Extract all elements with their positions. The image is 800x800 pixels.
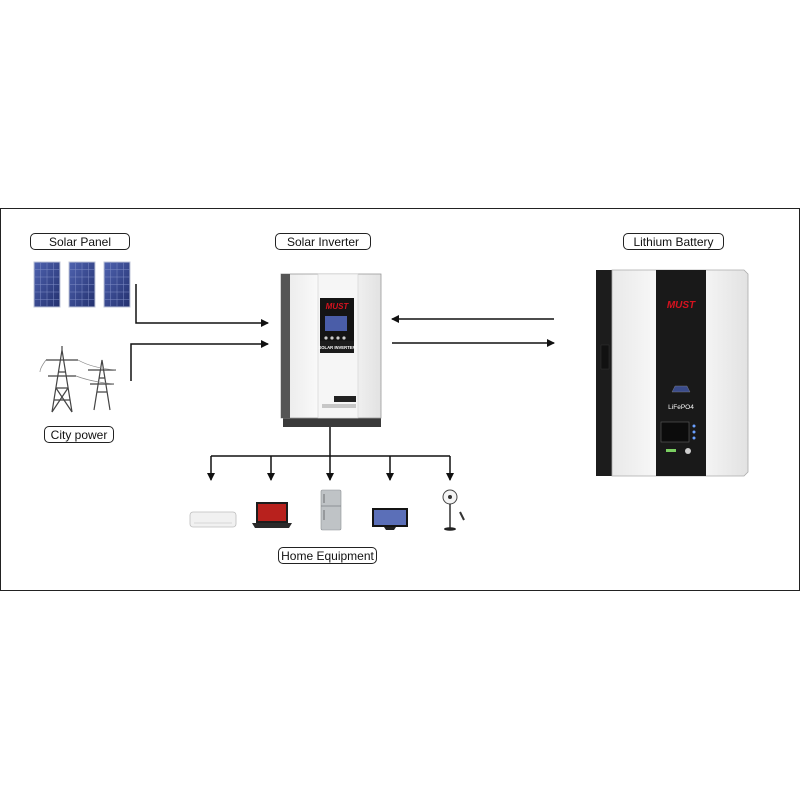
inverter-brand: MUST [326, 302, 350, 311]
inverter-caption: SOLAR INVERTER [319, 345, 356, 350]
lithium-battery-device [596, 269, 749, 477]
grid-to-inverter-arrow [130, 340, 269, 381]
television-icon [372, 508, 408, 530]
solar-panel-group [33, 261, 131, 308]
battery-brand: MUST [667, 300, 696, 311]
solar-panel-icon [33, 261, 61, 308]
power-pylon-icon [39, 346, 117, 413]
home-equipment-label: Home Equipment [278, 547, 377, 564]
solar-inverter-device [280, 273, 382, 427]
laptop-icon [252, 502, 292, 528]
lithium-battery-label: Lithium Battery [623, 233, 724, 250]
refrigerator-icon [320, 489, 342, 531]
fan-icon [442, 489, 465, 531]
connection-lines [130, 284, 555, 481]
solar-to-inverter-arrow [135, 284, 269, 327]
solar-panel-icon [68, 261, 96, 308]
solar-panel-icon [103, 261, 131, 308]
solar-panel-label: Solar Panel [30, 233, 130, 250]
air-conditioner-icon [189, 511, 237, 528]
inverter-output-trunk [211, 425, 450, 457]
solar-inverter-label: Solar Inverter [275, 233, 371, 250]
battery-chemistry: LiFePO4 [668, 404, 694, 411]
city-power-label: City power [44, 426, 114, 443]
